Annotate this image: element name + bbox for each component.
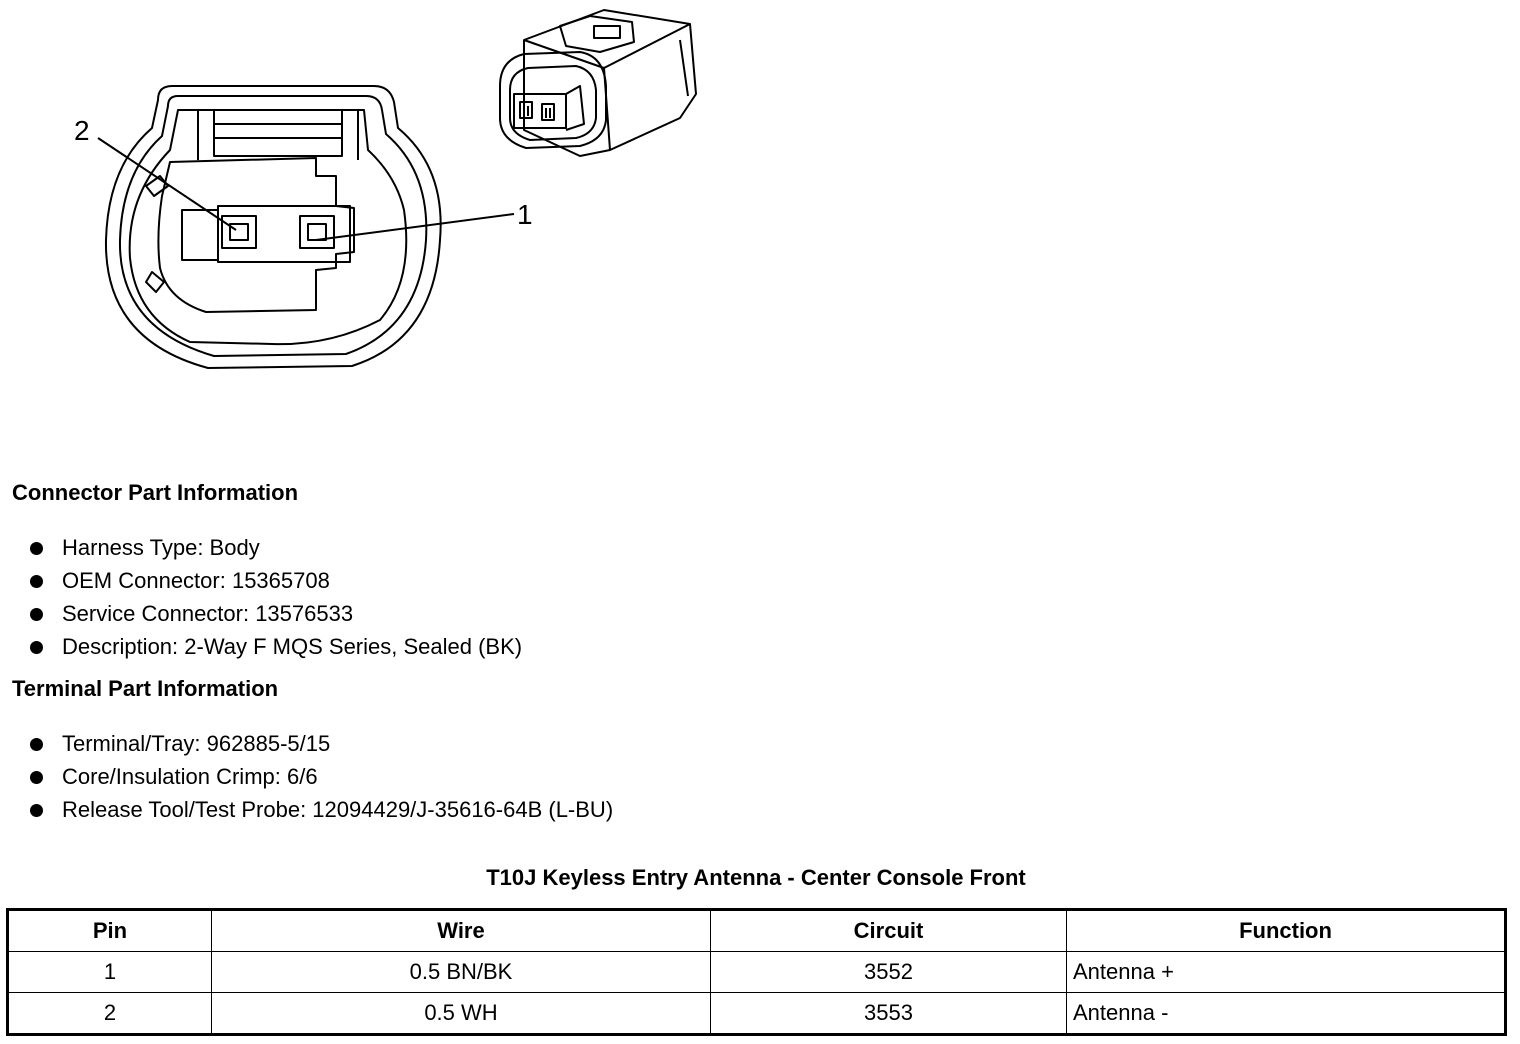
- pin-table: Pin Wire Circuit Function 1 0.5 BN/BK 35…: [6, 908, 1507, 1036]
- list-item: Description: 2-Way F MQS Series, Sealed …: [0, 633, 522, 666]
- terminal-part-info-heading: Terminal Part Information: [12, 676, 279, 701]
- cell-pin: 2: [7, 992, 212, 1035]
- cell-pin: 1: [7, 951, 212, 993]
- callout-2-leader: [97, 137, 237, 231]
- list-item: Core/Insulation Crimp: 6/6: [0, 763, 613, 796]
- connector-part-info-list: Harness Type: Body OEM Connector: 153657…: [0, 534, 522, 666]
- connector-outer-shell-inner: [118, 95, 428, 357]
- bullet-icon: [30, 738, 43, 751]
- pin-2-cavity: [221, 215, 257, 249]
- list-item: Release Tool/Test Probe: 12094429/J-3561…: [0, 796, 613, 829]
- cell-wire: 0.5 WH: [211, 992, 711, 1035]
- list-item: Harness Type: Body: [0, 534, 522, 567]
- list-item: Service Connector: 13576533: [0, 600, 522, 633]
- header-wire: Wire: [211, 909, 711, 952]
- connector-outer-shell: [104, 85, 442, 369]
- connector-isometric-view: [499, 9, 697, 157]
- cell-circuit: 3552: [710, 951, 1067, 993]
- bullet-icon: [30, 542, 43, 555]
- header-function: Function: [1066, 909, 1506, 952]
- cell-wire: 0.5 BN/BK: [211, 951, 711, 993]
- list-item: Terminal/Tray: 962885-5/15: [0, 730, 613, 763]
- connector-part-info-heading: Connector Part Information: [12, 480, 299, 505]
- latch-window: [213, 109, 343, 157]
- terminal-part-info-list: Terminal/Tray: 962885-5/15 Core/Insulati…: [0, 730, 613, 829]
- cell-function: Antenna +: [1066, 951, 1506, 993]
- connector-diagram: 2 1: [74, 9, 697, 369]
- header-circuit: Circuit: [710, 909, 1067, 952]
- callout-1-label: 1: [517, 199, 533, 230]
- pin-1-cavity: [299, 215, 335, 249]
- bullet-icon: [30, 608, 43, 621]
- bullet-icon: [30, 575, 43, 588]
- latch-frame: [128, 109, 408, 346]
- bullet-icon: [30, 804, 43, 817]
- callout-2-label: 2: [74, 115, 90, 146]
- list-item: OEM Connector: 15365708: [0, 567, 522, 600]
- cell-circuit: 3553: [710, 992, 1067, 1035]
- table-row: 2 0.5 WH 3553 Antenna -: [7, 992, 1506, 1035]
- header-pin: Pin: [7, 909, 212, 952]
- callout-1-leader: [315, 213, 515, 241]
- table-header-row: Pin Wire Circuit Function: [7, 909, 1506, 952]
- table-row: 1 0.5 BN/BK 3552 Antenna +: [7, 951, 1506, 993]
- terminal-housing: [157, 157, 355, 313]
- bullet-icon: [30, 641, 43, 654]
- cell-function: Antenna -: [1066, 992, 1506, 1035]
- pin-table-title: T10J Keyless Entry Antenna - Center Cons…: [486, 865, 1026, 890]
- bullet-icon: [30, 771, 43, 784]
